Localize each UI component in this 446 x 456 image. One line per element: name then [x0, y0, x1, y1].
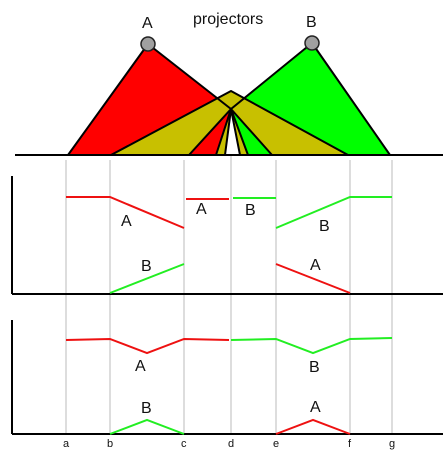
- panel-1-axes: [11, 176, 443, 295]
- panel-2-red-curve: [65, 337, 230, 355]
- position-label-g: g: [389, 438, 395, 450]
- panel-1-curves: [66, 196, 392, 294]
- panel-1-green-lower: [109, 263, 185, 294]
- panel-1-label-b-upper: B: [319, 218, 330, 235]
- panel-2-label-a-bottom: A: [310, 399, 321, 416]
- guide-lines: [65, 112, 393, 434]
- panel-1-green-upper: [275, 196, 392, 229]
- position-labels: a b c d e f g: [63, 438, 395, 450]
- panel-1-label-a-middle: A: [196, 201, 207, 218]
- projector-a-label: A: [142, 15, 153, 32]
- position-label-a: a: [63, 438, 70, 450]
- panel-1-red-lower: [275, 263, 351, 294]
- panel-2-label-b-bottom: B: [141, 400, 152, 417]
- panel-2-green-bump: [109, 418, 185, 435]
- panel-2-label-b: B: [309, 359, 320, 376]
- position-label-f: f: [348, 438, 352, 450]
- panel-1-label-a-upper: A: [121, 213, 132, 230]
- position-label-c: c: [181, 438, 187, 450]
- beam-outline: [67, 42, 391, 156]
- diagram-title: projectors: [193, 11, 263, 28]
- panel-1-label-b-middle: B: [245, 202, 256, 219]
- panel-2-axes: [11, 320, 443, 435]
- panel-1-red-upper: [66, 196, 185, 229]
- projector-b-label: B: [306, 14, 317, 31]
- projector-a-icon: [140, 36, 156, 52]
- panel-2-green-curve: [230, 337, 393, 355]
- panel-1-label-b-lower: B: [141, 258, 152, 275]
- panel-1-label-a-lower: A: [310, 257, 321, 274]
- panel-2-red-bump: [275, 418, 351, 435]
- panel-2-curves: [65, 337, 393, 435]
- position-label-b: b: [107, 438, 113, 450]
- position-label-e: e: [273, 438, 279, 450]
- projector-beams: [67, 42, 391, 156]
- panel-2-label-a: A: [135, 358, 146, 375]
- position-label-d: d: [228, 438, 234, 450]
- projector-b-icon: [304, 35, 320, 51]
